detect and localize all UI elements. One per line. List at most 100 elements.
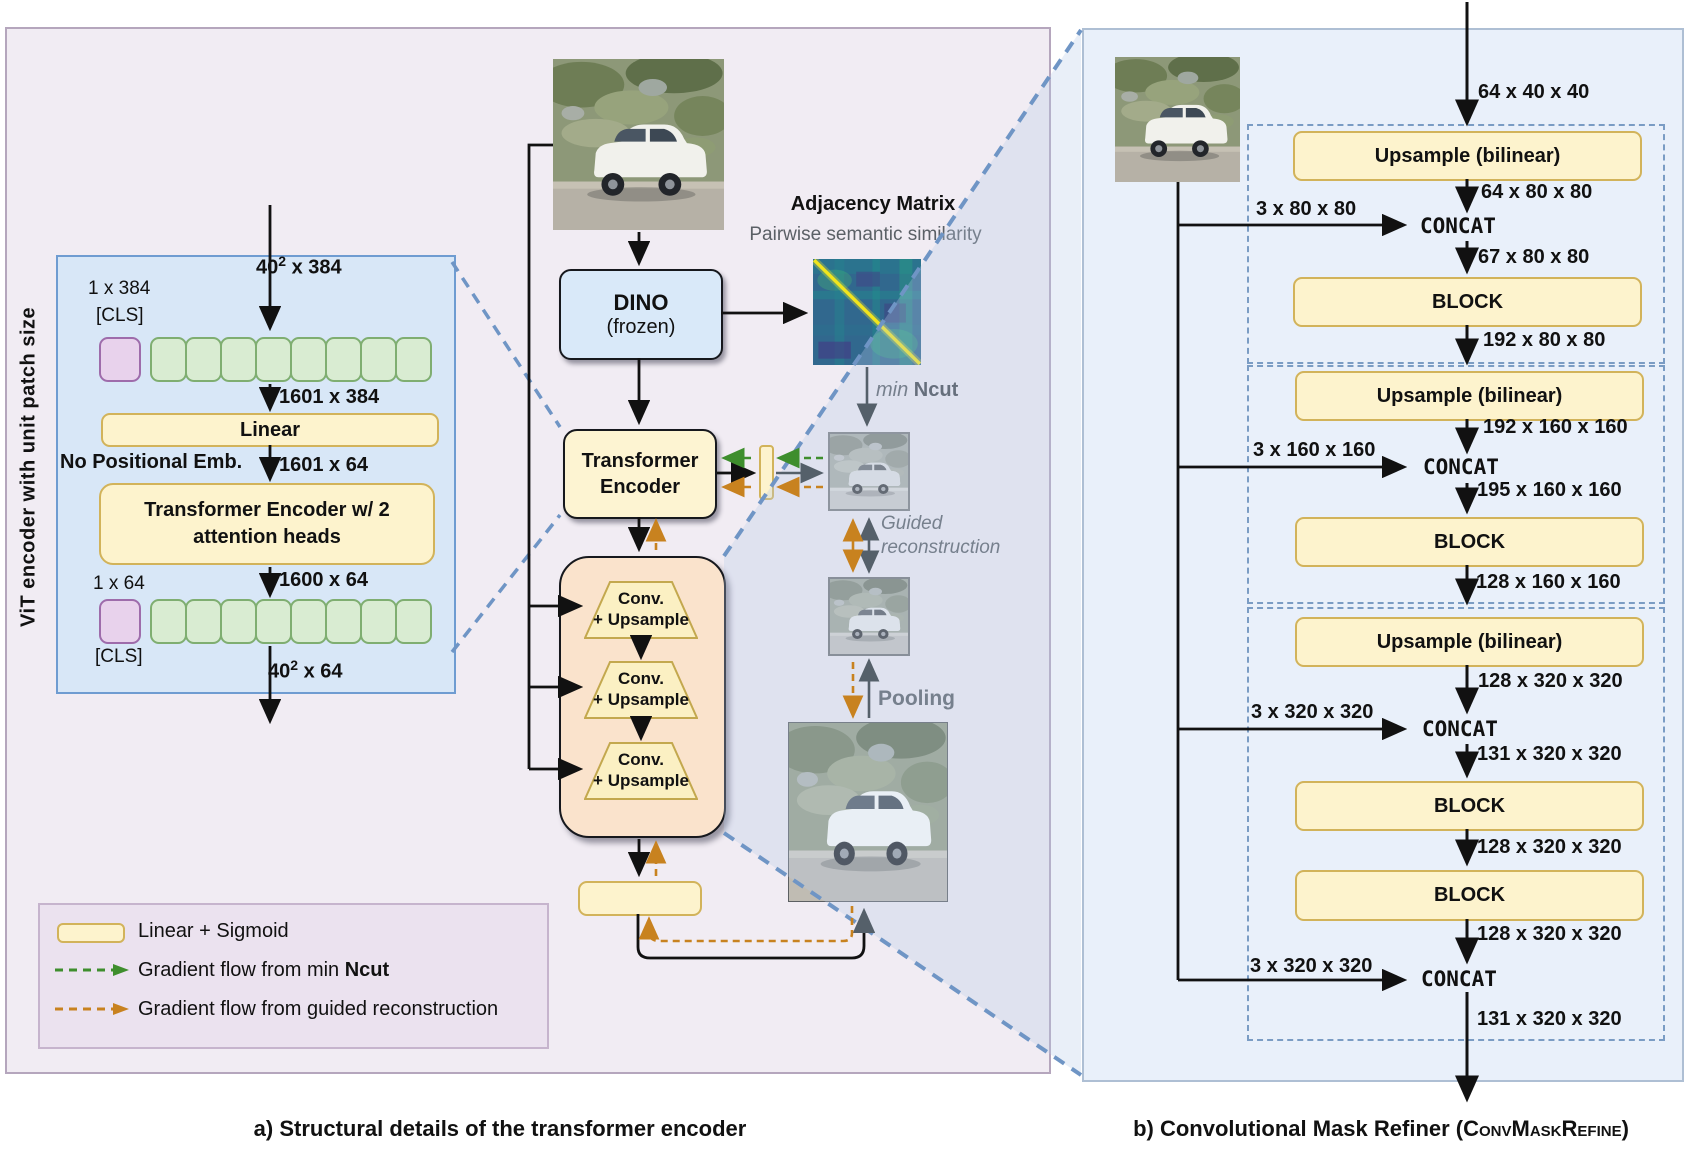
concat-2: CONCAT bbox=[1423, 455, 1499, 479]
dino-box: DINO (frozen) bbox=[559, 269, 723, 360]
caption-b-prefix: b) Convolutional Mask Refiner ( bbox=[1133, 1116, 1464, 1141]
skip2-dim: 3 x 160 x 160 bbox=[1253, 439, 1376, 461]
caption-b: b) Convolutional Mask Refiner (ConvMaskR… bbox=[1085, 1116, 1677, 1142]
encoder-out-dim-label: 1600 x 64 bbox=[279, 569, 368, 591]
transformer-encoder-line2: Encoder bbox=[599, 476, 681, 498]
guided-reconstruction-label: Guided reconstruction bbox=[881, 512, 1000, 560]
patch-token bbox=[395, 599, 432, 644]
patch-token bbox=[395, 337, 432, 382]
cls-token bbox=[99, 599, 141, 644]
skip4-dim: 3 x 320 x 320 bbox=[1250, 955, 1373, 977]
upsample-box-3: Upsample (bilinear) bbox=[1295, 617, 1644, 667]
block-box-2: BLOCK bbox=[1295, 517, 1644, 567]
cls-bottom-tag-label: [CLS] bbox=[95, 646, 143, 667]
pooling-label: Pooling bbox=[878, 687, 955, 710]
min-ncut-label: min Ncut bbox=[876, 379, 958, 402]
patch-token bbox=[150, 599, 187, 644]
concat-1: CONCAT bbox=[1420, 214, 1496, 238]
vit-encoder-side-label: ViT encoder with unit patch size bbox=[17, 306, 40, 628]
conv-upsample-trapezoid-1: Conv. + Upsample bbox=[583, 581, 699, 639]
patch-token bbox=[360, 599, 397, 644]
transformer-encoder-line1: Transformer bbox=[581, 450, 699, 472]
token-row-output bbox=[99, 599, 432, 644]
skip1-dim: 3 x 80 x 80 bbox=[1256, 198, 1357, 220]
adjacency-matrix-title: Adjacency Matrix bbox=[790, 193, 956, 215]
legend-linear-sigmoid-swatch bbox=[57, 923, 125, 943]
final-linear-sigmoid-box bbox=[578, 881, 702, 916]
vit-input-dim-label: 402 x 384 bbox=[256, 253, 342, 280]
dino-subtitle: (frozen) bbox=[606, 316, 676, 338]
pooled-target-image bbox=[788, 722, 948, 902]
legend-linear-sigmoid-label: Linear + Sigmoid bbox=[138, 920, 289, 942]
skip3-dim: 3 x 320 x 320 bbox=[1251, 701, 1374, 723]
vit-output-dim-rest: x 64 bbox=[298, 660, 343, 683]
transformer-encoder-box: Transformer Encoder bbox=[563, 429, 717, 519]
reconstruction-image bbox=[828, 577, 910, 656]
vit-output-dim-base: 40 bbox=[268, 660, 291, 683]
min-ncut-italic: min bbox=[876, 379, 909, 401]
legend-ncut-flow-label: Gradient flow from min Ncut bbox=[138, 959, 389, 982]
refiner-stage-3 bbox=[1247, 607, 1665, 1041]
patch-token bbox=[255, 599, 292, 644]
ncut-mask-image bbox=[828, 432, 910, 511]
adjacency-matrix-subtitle: Pairwise semantic similarity bbox=[749, 224, 982, 245]
patch-token bbox=[150, 337, 187, 382]
block-box-3: BLOCK bbox=[1295, 781, 1644, 831]
after-up3-dim: 128 x 320 x 320 bbox=[1478, 670, 1623, 692]
after-up2-dim: 192 x 160 x 160 bbox=[1483, 416, 1628, 438]
cls-token bbox=[99, 337, 141, 382]
after-cat1-dim: 67 x 80 x 80 bbox=[1478, 246, 1590, 268]
conv-label-line1: Conv. bbox=[618, 669, 664, 688]
vit-output-dim-label: 402 x 64 bbox=[268, 657, 343, 684]
legend-ncut-flow-bold: Ncut bbox=[344, 959, 390, 981]
caption-b-suffix: ) bbox=[1621, 1116, 1629, 1141]
patch-token bbox=[325, 337, 362, 382]
no-positional-emb-label: No Positional Emb. bbox=[60, 451, 243, 473]
patch-token bbox=[255, 337, 292, 382]
conv-upsample-trapezoid-2: Conv.+ Upsample bbox=[583, 661, 699, 719]
linear-sigmoid-bar bbox=[759, 445, 774, 500]
vit-transformer-encoder-box: Transformer Encoder w/ 2 attention heads bbox=[99, 483, 435, 565]
cls-top-tag-label: [CLS] bbox=[96, 305, 144, 326]
refiner-input-image bbox=[1115, 57, 1240, 182]
vit-input-dim-sup: 2 bbox=[278, 253, 287, 269]
concat-3: CONCAT bbox=[1422, 717, 1498, 741]
legend-orange-dashed-arrow-icon bbox=[55, 1003, 129, 1015]
conv-label-line1: Conv. bbox=[618, 750, 664, 769]
cls-top-dim-label: 1 x 384 bbox=[88, 278, 151, 299]
conv-label-line2: + Upsample bbox=[593, 771, 689, 790]
after-cat3-dim: 131 x 320 x 320 bbox=[1477, 743, 1622, 765]
guided-reconstruction-line2: reconstruction bbox=[881, 537, 1001, 558]
guided-reconstruction-line1: Guided bbox=[881, 513, 943, 534]
vit-input-dim-rest: x 384 bbox=[286, 256, 342, 279]
after-up1-dim: 64 x 80 x 80 bbox=[1481, 181, 1593, 203]
conv-label-line1: Conv. bbox=[618, 589, 664, 608]
patch-token bbox=[290, 599, 327, 644]
upsample-box-2: Upsample (bilinear) bbox=[1295, 371, 1644, 421]
input-image bbox=[553, 59, 724, 230]
patch-token bbox=[290, 337, 327, 382]
patch-token bbox=[325, 599, 362, 644]
cls-bottom-dim-label: 1 x 64 bbox=[93, 573, 145, 594]
patch-token bbox=[185, 337, 222, 382]
caption-a: a) Structural details of the transformer… bbox=[253, 1116, 747, 1141]
after-block2-dim: 128 x 160 x 160 bbox=[1476, 571, 1621, 593]
patch-token bbox=[220, 599, 257, 644]
vit-output-dim-sup: 2 bbox=[290, 657, 299, 673]
adjacency-matrix-heatmap bbox=[813, 259, 921, 365]
min-ncut-bold: Ncut bbox=[913, 379, 959, 401]
legend-green-dashed-arrow-icon bbox=[55, 964, 129, 976]
block-box-4: BLOCK bbox=[1295, 870, 1644, 921]
after-block3-dim: 128 x 320 x 320 bbox=[1477, 836, 1622, 858]
concat-4: CONCAT bbox=[1421, 967, 1497, 991]
linear-box: Linear bbox=[101, 413, 439, 447]
after-block1-dim: 192 x 80 x 80 bbox=[1483, 329, 1606, 351]
conv-upsample-trapezoid-3: Conv. + Upsample bbox=[583, 742, 699, 800]
legend-recon-flow-label: Gradient flow from guided reconstruction bbox=[138, 998, 499, 1020]
legend-ncut-flow-text: Gradient flow from min bbox=[138, 959, 345, 981]
patch-token bbox=[220, 337, 257, 382]
conv-label-line2: + Upsample bbox=[593, 610, 689, 629]
tokens-out-dim-label: 1601 x 384 bbox=[279, 386, 380, 408]
after-cat4-dim: 131 x 320 x 320 bbox=[1477, 1008, 1622, 1030]
